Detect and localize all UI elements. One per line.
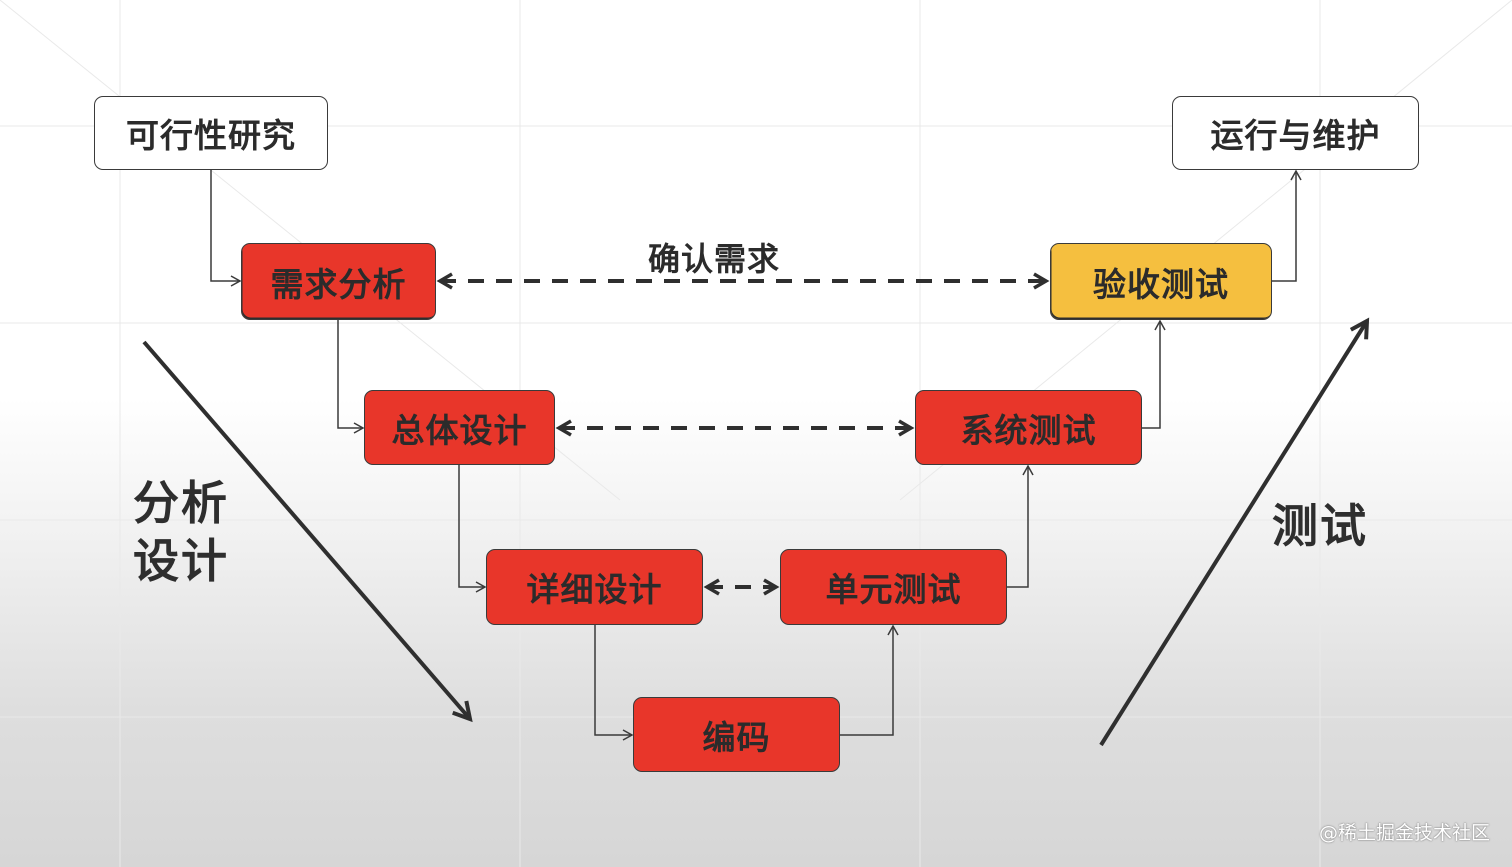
box-operation-maintenance: 运行与维护 bbox=[1172, 96, 1419, 170]
box-detailed-design-label: 详细设计 bbox=[526, 570, 663, 609]
box-unit-test-label: 单元测试 bbox=[825, 570, 962, 609]
left-phase-label-line1: 分析 bbox=[133, 476, 229, 530]
box-operation-maintenance-label: 运行与维护 bbox=[1210, 116, 1381, 155]
connector-system-to-acceptance bbox=[1142, 319, 1166, 429]
analysis-design-arrow bbox=[142, 340, 473, 723]
watermark: @稀土掘金技术社区 bbox=[1318, 822, 1490, 844]
box-acceptance-test-label: 验收测试 bbox=[1093, 264, 1229, 304]
box-acceptance-test: 验收测试 bbox=[1050, 243, 1272, 320]
connector-detailed-to-coding bbox=[594, 625, 634, 741]
connector-acceptance-to-operation bbox=[1272, 169, 1302, 282]
box-requirements-analysis: 需求分析 bbox=[241, 243, 436, 320]
box-detailed-design: 详细设计 bbox=[486, 549, 703, 625]
confirm-requirements-label: 确认需求 bbox=[648, 240, 781, 278]
box-coding-label: 编码 bbox=[702, 717, 771, 757]
left-phase-label-line2: 设计 bbox=[133, 534, 229, 588]
connector-coding-to-unit bbox=[840, 624, 899, 736]
box-coding: 编码 bbox=[633, 697, 840, 772]
connector-requirements-to-overall bbox=[337, 320, 365, 434]
box-system-test-label: 系统测试 bbox=[960, 410, 1097, 450]
box-unit-test: 单元测试 bbox=[780, 549, 1007, 625]
box-feasibility-study-label: 可行性研究 bbox=[126, 116, 296, 155]
box-overall-design: 总体设计 bbox=[364, 390, 555, 465]
box-overall-design-label: 总体设计 bbox=[391, 410, 528, 450]
box-system-test: 系统测试 bbox=[915, 390, 1142, 465]
connector-feasibility-to-requirements bbox=[210, 170, 242, 287]
right-phase-label: 测试 bbox=[1272, 499, 1368, 553]
connector-unit-to-system bbox=[1007, 464, 1034, 588]
box-feasibility-study: 可行性研究 bbox=[94, 96, 328, 170]
connector-overall-to-detailed bbox=[458, 465, 487, 593]
box-requirements-analysis-label: 需求分析 bbox=[270, 264, 407, 304]
testing-arrow bbox=[1099, 317, 1370, 747]
